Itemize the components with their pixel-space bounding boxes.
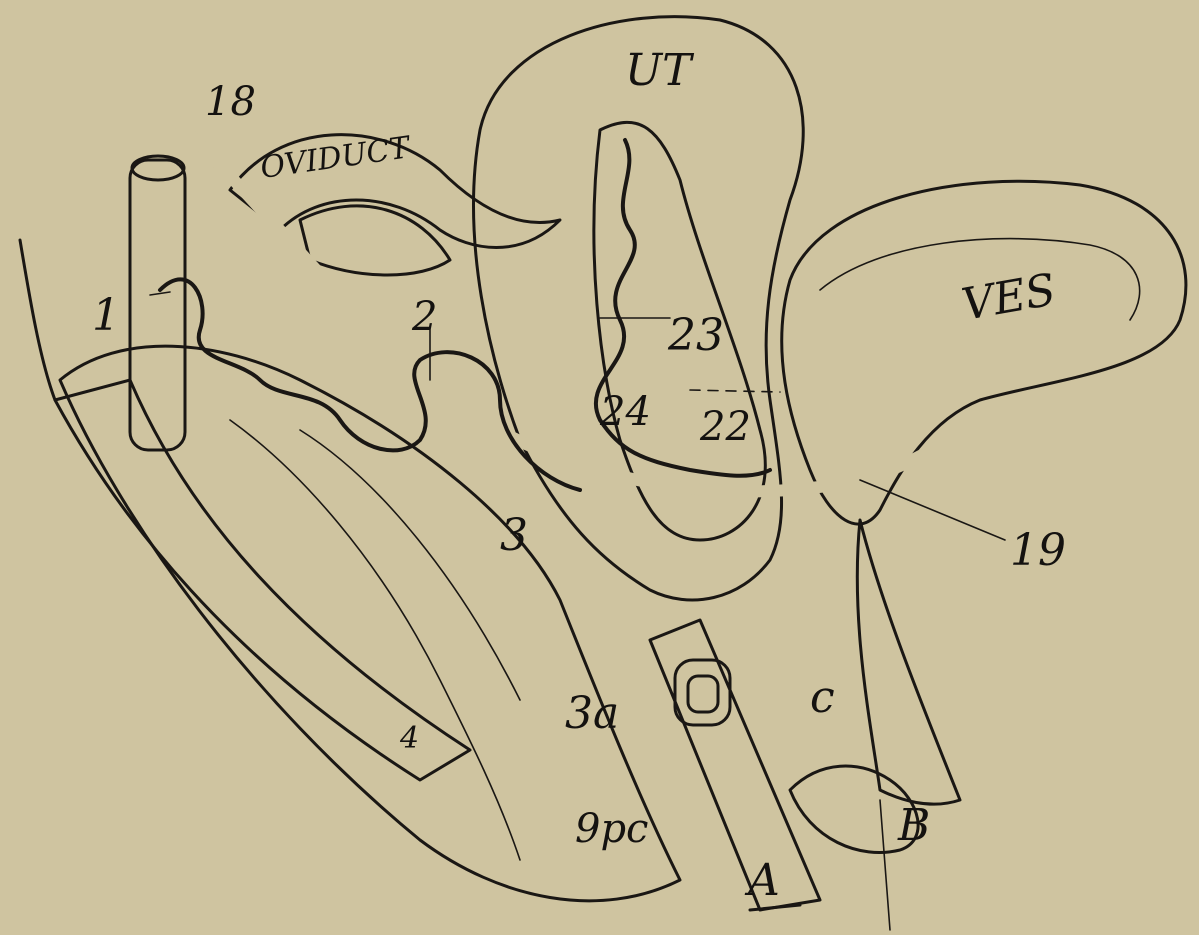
- label-oviduct: OVIDUCT: [258, 130, 413, 186]
- label-9pc: 9pc: [575, 806, 648, 852]
- label-ves: VES: [958, 264, 1059, 331]
- label-4: 4: [399, 721, 419, 756]
- label-22: 22: [699, 404, 751, 450]
- label-ut: UT: [625, 45, 695, 96]
- label-24: 24: [599, 389, 651, 435]
- label-B: B: [897, 800, 930, 851]
- label-c: c: [810, 672, 835, 723]
- label-23: 23: [667, 310, 724, 361]
- label-3a: 3a: [565, 688, 619, 739]
- vessel-1: [130, 156, 185, 450]
- pubic-bone: [20, 240, 470, 780]
- tortuous-artery: [160, 279, 580, 490]
- vaginal-region: [650, 520, 960, 910]
- label-A: A: [744, 855, 780, 906]
- label-19: 19: [1010, 525, 1066, 576]
- label-2: 2: [411, 294, 437, 340]
- label-1: 1: [92, 290, 120, 341]
- label-3: 3: [500, 510, 528, 561]
- bladder: [782, 181, 1186, 524]
- label-18: 18: [205, 79, 256, 125]
